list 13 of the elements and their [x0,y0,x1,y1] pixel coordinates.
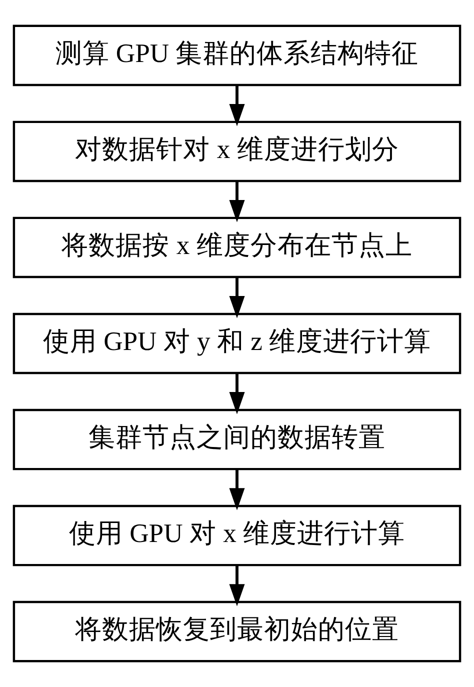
arrow [229,181,245,222]
arrow [229,469,245,510]
node-box: 使用 GPU 对 y 和 z 维度进行计算 [12,312,462,374]
node-box: 将数据按 x 维度分布在节点上 [12,216,462,278]
node-box: 使用 GPU 对 x 维度进行计算 [12,504,462,566]
arrow [229,277,245,318]
node-box: 将数据恢复到最初始的位置 [12,600,462,662]
arrow [229,565,245,606]
node-box: 测算 GPU 集群的体系结构特征 [12,24,462,86]
arrow [229,373,245,414]
node-box: 对数据针对 x 维度进行划分 [12,120,462,182]
arrow [229,85,245,126]
node-box: 集群节点之间的数据转置 [12,408,462,470]
